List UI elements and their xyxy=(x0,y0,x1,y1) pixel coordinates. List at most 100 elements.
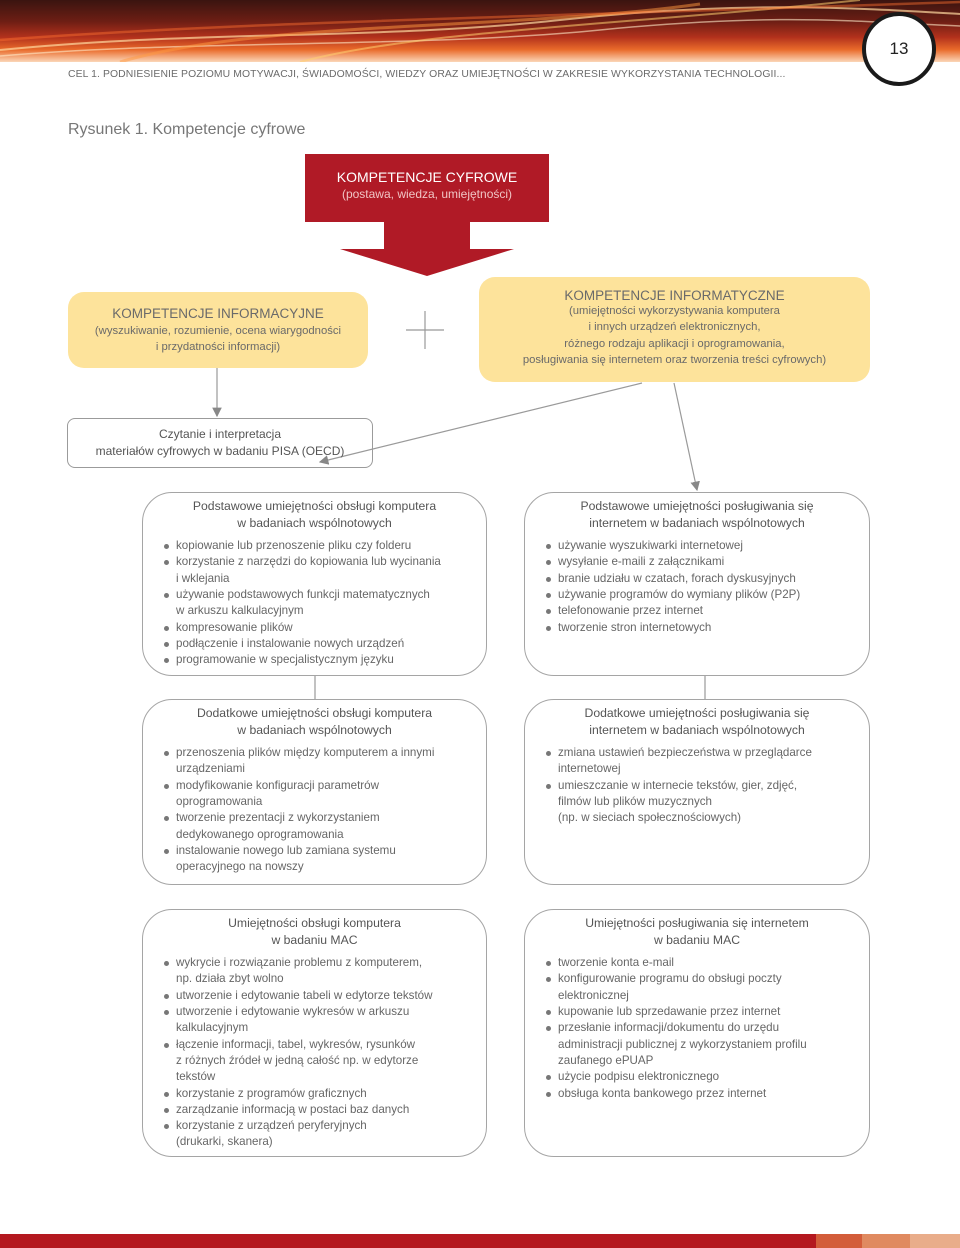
card-title-line: internetem w badaniach wspólnotowych xyxy=(589,515,805,530)
card-title-line: Podstawowe umiejętności posługiwania się xyxy=(580,499,814,513)
card-title-line: internetem w badaniach wspólnotowych xyxy=(589,722,805,737)
pisa-reading-line1: Czytanie i interpretacja xyxy=(158,427,282,441)
list-item: używanie podstawowych funkcji matematycz… xyxy=(164,587,486,603)
list-item: oprogramowania xyxy=(176,795,263,809)
list-item: administracji publicznej z wykorzystanie… xyxy=(558,1037,807,1051)
connector-informatyczne-basic-computer xyxy=(318,382,643,465)
list-item: utworzenie i edytowanie tabeli w edytorz… xyxy=(164,988,486,1004)
list-item: elektronicznej xyxy=(558,988,629,1002)
list-item: korzystanie z narzędzi do kopiowania lub… xyxy=(164,554,486,570)
list-item: korzystanie z programów graficznych xyxy=(164,1086,486,1102)
card-title-line: Umiejętności posługiwania się internetem xyxy=(585,916,809,930)
list-item: łączenie informacji, tabel, wykresów, ry… xyxy=(164,1037,486,1053)
list-item: wysyłanie e-maili z załącznikami xyxy=(546,554,869,570)
list-item: umieszczanie w internecie tekstów, gier,… xyxy=(546,778,869,794)
footer-accent xyxy=(910,1234,960,1248)
list-item: modyfikowanie konfiguracji parametrów xyxy=(164,778,486,794)
plus-icon xyxy=(406,311,444,349)
list-item: zarządzanie informacją w postaci baz dan… xyxy=(164,1102,486,1118)
extra-computer-skills-list: przenoszenia plików między komputerem a … xyxy=(143,745,486,875)
list-item: tworzenie stron internetowych xyxy=(546,620,869,636)
card-title-line: Podstawowe umiejętności obsługi komputer… xyxy=(192,499,437,513)
figure-caption: Rysunek 1. Kompetencje cyfrowe xyxy=(68,121,306,138)
list-item: dedykowanego oprogramowania xyxy=(176,827,344,841)
running-head: CEL 1. PODNIESIENIE POZIOMU MOTYWACJI, Ś… xyxy=(68,69,786,80)
it-competences-title: KOMPETENCJE INFORMATYCZNE xyxy=(564,288,785,303)
extra-computer-skills-card: Dodatkowe umiejętności obsługi komputera… xyxy=(142,699,487,885)
basic-computer-skills-title: Podstawowe umiejętności obsługi komputer… xyxy=(143,493,486,531)
card-title-line: Dodatkowe umiejętności posługiwania się xyxy=(584,706,810,720)
list-item: filmów lub plików muzycznych xyxy=(558,795,712,809)
mac-computer-skills-title: Umiejętności obsługi komputera w badaniu… xyxy=(143,910,486,948)
card-title-line: w badaniu MAC xyxy=(271,932,358,947)
list-item: programowanie w specjalistycznym języku xyxy=(164,652,486,668)
information-competences-title: KOMPETENCJE INFORMACYJNE xyxy=(112,306,324,321)
page-number: 13 xyxy=(862,12,936,86)
list-item: w arkuszu kalkulacyjnym xyxy=(176,604,304,618)
basic-internet-skills-title: Podstawowe umiejętności posługiwania się… xyxy=(525,493,869,531)
list-item: zmiana ustawień bezpieczeństwa w przeglą… xyxy=(546,745,869,761)
list-item: utworzenie i edytowanie wykresów w arkus… xyxy=(164,1004,486,1020)
it-competences-line3: różnego rodzaju aplikacji i oprogramowan… xyxy=(564,337,785,350)
list-item: i wklejania xyxy=(176,571,230,585)
it-competences-line2: i innych urządzeń elektronicznych, xyxy=(588,321,761,334)
basic-computer-skills-list: kopiowanie lub przenoszenie pliku czy fo… xyxy=(143,538,486,668)
card-title-line: w badaniach wspólnotowych xyxy=(237,515,392,530)
list-item: instalowanie nowego lub zamiana systemu xyxy=(164,843,486,859)
information-competences-box: KOMPETENCJE INFORMACYJNE (wyszukiwanie, … xyxy=(68,292,368,368)
list-item: z różnych źródeł w jedną całość np. w ed… xyxy=(176,1053,419,1067)
mac-internet-skills-title: Umiejętności posługiwania się internetem… xyxy=(525,910,869,948)
extra-computer-skills-title: Dodatkowe umiejętności obsługi komputera… xyxy=(143,700,486,738)
list-item: podłączenie i instalowanie nowych urządz… xyxy=(164,636,486,652)
list-item: internetowej xyxy=(558,762,621,776)
basic-internet-skills-card: Podstawowe umiejętności posługiwania się… xyxy=(524,492,870,676)
list-item: (drukarki, skanera) xyxy=(176,1135,273,1149)
list-item: korzystanie z urządzeń peryferyjnych xyxy=(164,1118,486,1134)
list-item: np. działa zbyt wolno xyxy=(176,972,284,986)
list-item: obsługa konta bankowego przez internet xyxy=(546,1086,869,1102)
list-item: wykrycie i rozwiązanie problemu z komput… xyxy=(164,955,486,971)
mac-computer-skills-card: Umiejętności obsługi komputera w badaniu… xyxy=(142,909,487,1157)
list-item: branie udziału w czatach, forach dyskusy… xyxy=(546,571,869,587)
list-item: przesłanie informacji/dokumentu do urzęd… xyxy=(546,1020,869,1036)
list-item: operacyjnego na nowszy xyxy=(176,860,304,874)
arrow-shaft xyxy=(384,222,470,250)
digital-competences-title: KOMPETENCJE CYFROWE xyxy=(336,169,518,185)
information-competences-line1: (wyszukiwanie, rozumienie, ocena wiarygo… xyxy=(94,325,342,337)
it-competences-box: KOMPETENCJE INFORMATYCZNE (umiejętności … xyxy=(479,277,870,382)
list-item: kompresowanie plików xyxy=(164,620,486,636)
digital-competences-subtitle: (postawa, wiedza, umiejętności) xyxy=(341,187,513,201)
list-item: przenoszenia plików między komputerem a … xyxy=(164,745,486,761)
footer-accent xyxy=(816,1234,862,1248)
digital-competences-box: KOMPETENCJE CYFROWE (postawa, wiedza, um… xyxy=(305,154,549,222)
card-title-line: w badaniu MAC xyxy=(653,932,741,947)
mac-internet-skills-card: Umiejętności posługiwania się internetem… xyxy=(524,909,870,1157)
card-title-line: Dodatkowe umiejętności obsługi komputera xyxy=(196,706,433,720)
list-item: używanie wyszukiwarki internetowej xyxy=(546,538,869,554)
extra-internet-skills-title: Dodatkowe umiejętności posługiwania się … xyxy=(525,700,869,738)
list-item: kopiowanie lub przenoszenie pliku czy fo… xyxy=(164,538,486,554)
list-item: zaufanego ePUAP xyxy=(558,1053,654,1067)
header-banner xyxy=(0,0,960,62)
list-item: używanie programów do wymiany plików (P2… xyxy=(546,587,869,603)
connector-informatyczne-basic-internet xyxy=(673,382,700,492)
list-item: urządzeniami xyxy=(176,762,245,776)
list-item: kalkulacyjnym xyxy=(176,1021,249,1035)
list-item: kupowanie lub sprzedawanie przez interne… xyxy=(546,1004,869,1020)
mac-computer-skills-list: wykrycie i rozwiązanie problemu z komput… xyxy=(143,955,486,1151)
list-item: użycie podpisu elektronicznego xyxy=(546,1069,869,1085)
basic-computer-skills-card: Podstawowe umiejętności obsługi komputer… xyxy=(142,492,487,676)
list-item: tekstów xyxy=(176,1070,216,1084)
down-arrow-icon xyxy=(340,249,514,276)
list-item: konfigurowanie programu do obsługi poczt… xyxy=(546,971,869,987)
footer-bar xyxy=(0,1234,960,1248)
extra-internet-skills-list: zmiana ustawień bezpieczeństwa w przeglą… xyxy=(525,745,869,826)
list-item: (np. w sieciach społecznościowych) xyxy=(558,811,741,825)
list-item: tworzenie konta e-mail xyxy=(546,955,869,971)
extra-internet-skills-card: Dodatkowe umiejętności posługiwania się … xyxy=(524,699,870,885)
card-title-line: Umiejętności obsługi komputera xyxy=(228,916,401,930)
banner-light-streaks xyxy=(0,0,960,62)
